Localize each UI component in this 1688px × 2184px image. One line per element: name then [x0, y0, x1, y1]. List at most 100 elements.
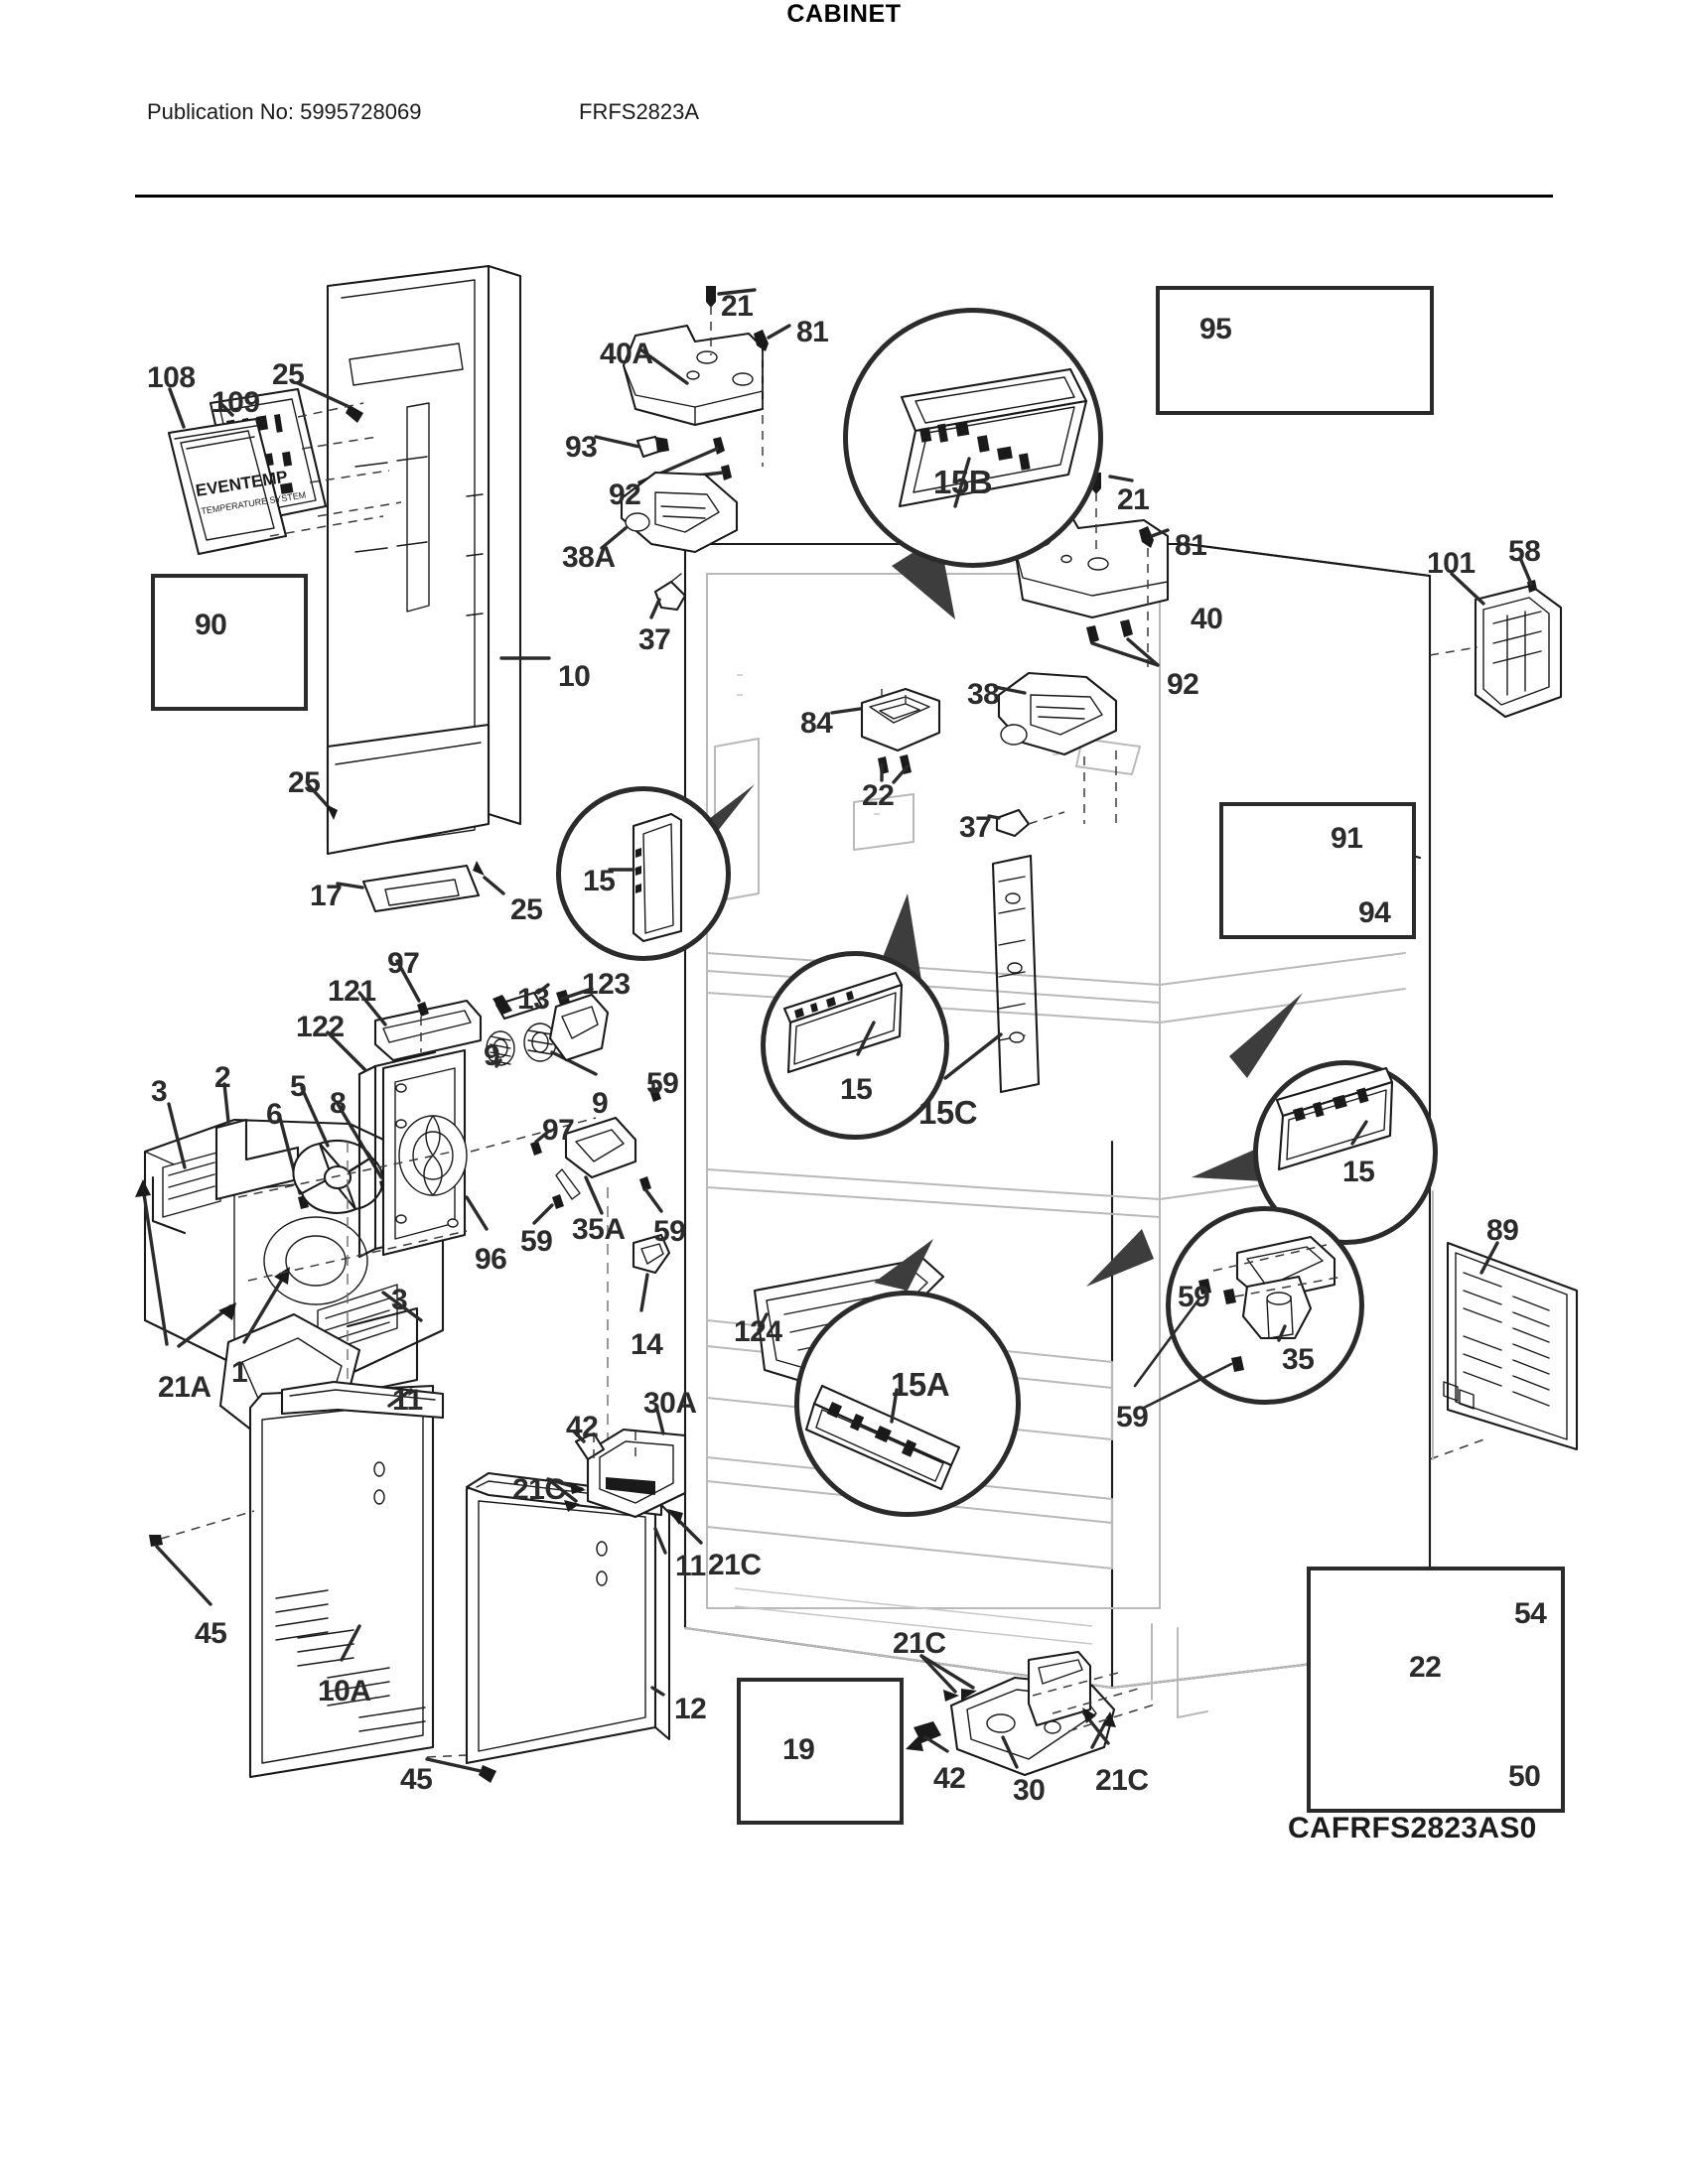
top-left-hinge-group — [594, 286, 791, 619]
callout-101: 101 — [1427, 547, 1476, 580]
model-identifier: CAFRFS2823AS0 — [1288, 1812, 1537, 1844]
callout-22-upper: 22 — [862, 779, 895, 812]
callout-25-low: 25 — [510, 893, 543, 926]
page-title: CABINET — [786, 0, 902, 28]
leader-15C — [943, 1032, 1003, 1080]
mag-15A-content — [804, 1384, 961, 1491]
callout-22-lower: 22 — [1409, 1651, 1442, 1684]
part-84-tray — [830, 687, 941, 784]
callout-1: 1 — [231, 1356, 248, 1389]
bottom-panels-group — [149, 1380, 671, 1783]
part-108-109-control-panel: EVENTEMP TEMPERATURE SYSTEM — [167, 387, 328, 556]
callout-92-right: 92 — [1167, 668, 1199, 701]
callout-21C-c: 21C — [893, 1627, 946, 1660]
part-17-handle — [336, 864, 481, 913]
callout-11-b: 11 — [675, 1550, 706, 1582]
callout-35A: 35A — [572, 1213, 626, 1246]
inset-box-90 — [151, 574, 308, 711]
callout-15A: 15A — [891, 1366, 950, 1403]
callout-42-a: 42 — [566, 1411, 599, 1443]
callout-97-a: 97 — [387, 947, 420, 980]
callout-96: 96 — [475, 1243, 507, 1276]
callout-6: 6 — [266, 1098, 283, 1131]
callout-45-b: 45 — [400, 1763, 433, 1796]
part-101-58-right-panel — [1429, 556, 1563, 719]
callout-50: 50 — [1508, 1760, 1541, 1793]
callout-90: 90 — [195, 609, 227, 641]
callout-40A: 40A — [600, 338, 653, 370]
callout-38: 38 — [967, 678, 1000, 711]
mag-15B-content — [898, 367, 1088, 508]
callout-94: 94 — [1358, 896, 1391, 929]
callout-121: 121 — [328, 975, 376, 1008]
callout-8: 8 — [330, 1087, 347, 1120]
callout-92-left: 92 — [609, 478, 641, 511]
callout-9-a: 9 — [484, 1039, 500, 1072]
callout-21-topleft: 21 — [721, 290, 754, 323]
callout-37-left: 37 — [638, 623, 671, 656]
mag-35-content — [1133, 1235, 1343, 1410]
model-number: FRFS2823A — [579, 99, 700, 124]
callout-97-b: 97 — [542, 1114, 575, 1147]
publication-number: Publication No: 5995728069 — [147, 99, 422, 124]
callout-10: 10 — [558, 660, 591, 693]
callout-59-c: 59 — [653, 1215, 686, 1248]
callout-10A: 10A — [318, 1675, 371, 1707]
mag-15-right-content — [1275, 1066, 1394, 1171]
callout-122: 122 — [296, 1011, 345, 1043]
inset-box-54-22-50 — [1307, 1567, 1565, 1813]
callout-3-b: 3 — [391, 1284, 408, 1316]
title-divider — [135, 195, 1553, 198]
part-25-fasteners — [269, 381, 505, 895]
callout-37-right: 37 — [959, 811, 992, 844]
part-37-right-bulb — [987, 808, 1065, 838]
callout-81-right: 81 — [1175, 529, 1207, 562]
mag-15-left-content — [608, 812, 683, 943]
inset-box-91-94 — [1219, 802, 1416, 939]
callout-89: 89 — [1486, 1214, 1519, 1247]
callout-15C: 15C — [918, 1094, 978, 1131]
callout-108: 108 — [147, 361, 196, 394]
callout-25-top: 25 — [272, 358, 305, 391]
callout-19: 19 — [782, 1733, 815, 1766]
part-89-grille — [1429, 1190, 1579, 1460]
callout-30: 30 — [1013, 1774, 1046, 1807]
callout-59-a: 59 — [646, 1067, 679, 1100]
callout-54: 54 — [1514, 1597, 1547, 1630]
callout-5: 5 — [290, 1070, 307, 1103]
callout-14: 14 — [631, 1328, 663, 1361]
callout-15-mid: 15 — [840, 1073, 873, 1106]
part-30A-hinge-group — [546, 1408, 703, 1545]
inset-box-95 — [1156, 286, 1434, 415]
callout-30A: 30A — [643, 1387, 697, 1420]
callout-21-right: 21 — [1117, 483, 1150, 516]
part-10-door-panel — [326, 264, 551, 856]
callout-45-a: 45 — [195, 1617, 227, 1650]
callout-42-b: 42 — [933, 1762, 966, 1795]
callout-12: 12 — [674, 1693, 707, 1725]
callout-25-mid: 25 — [288, 766, 321, 799]
callout-21C-b: 21C — [708, 1549, 762, 1581]
callout-2: 2 — [214, 1061, 231, 1094]
callout-21C-d: 21C — [1095, 1764, 1149, 1797]
magnifier-35 — [1166, 1206, 1364, 1405]
callout-11-a: 11 — [392, 1384, 423, 1417]
callout-109: 109 — [211, 386, 260, 419]
callout-59-b: 59 — [520, 1225, 553, 1258]
callout-15-right: 15 — [1342, 1156, 1375, 1188]
callout-21C-a: 21C — [512, 1473, 566, 1506]
callout-93: 93 — [565, 431, 598, 464]
callout-91: 91 — [1331, 822, 1363, 855]
callout-59-d: 59 — [1116, 1401, 1149, 1433]
mag-15-mid-content — [782, 971, 904, 1074]
callout-124: 124 — [734, 1315, 782, 1348]
callout-123: 123 — [582, 968, 631, 1001]
callout-81-topleft: 81 — [796, 316, 829, 348]
callout-59-e: 59 — [1178, 1281, 1210, 1313]
callout-40: 40 — [1191, 603, 1223, 635]
callout-9-b: 9 — [592, 1087, 609, 1120]
callout-15B: 15B — [933, 464, 993, 500]
